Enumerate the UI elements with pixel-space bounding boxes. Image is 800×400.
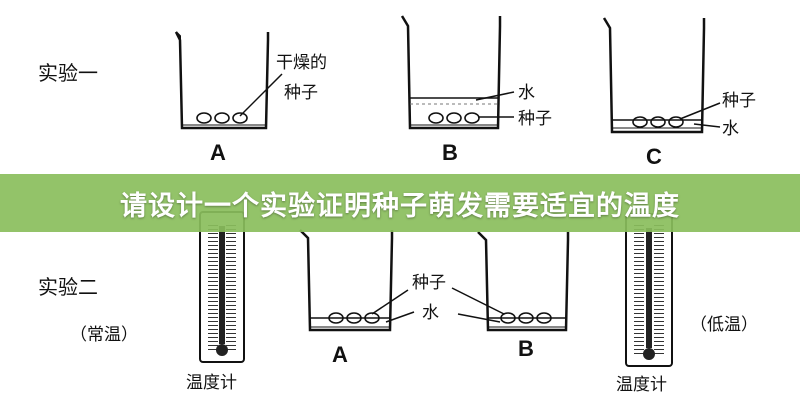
pointer-line xyxy=(239,73,283,117)
seeds-1b xyxy=(428,112,480,124)
seeds-2a xyxy=(328,312,380,324)
label-water-1c: 水 xyxy=(722,119,739,139)
beaker-letter-2b: B xyxy=(518,336,534,361)
label-water-1b: 水 xyxy=(518,83,535,103)
question-title: 请设计一个实验证明种子萌发需要适宜的温度 xyxy=(120,190,680,222)
beaker-2a xyxy=(299,229,415,332)
experiment2-label: 实验二 xyxy=(38,275,98,299)
beaker-letter-1c: C xyxy=(646,144,662,169)
thermometer-right-label: 温度计 xyxy=(616,375,667,395)
thermometer-right xyxy=(625,213,673,367)
beaker-1c xyxy=(602,17,721,134)
thermometer-left-label: 温度计 xyxy=(186,373,237,393)
label-dry-seeds-line2: 种子 xyxy=(284,83,318,103)
beaker-letter-1a: A xyxy=(210,140,226,165)
beaker-letter-2a: A xyxy=(332,342,348,367)
beaker-1b xyxy=(400,15,515,130)
seeds-1c xyxy=(632,116,684,128)
seeds-1a xyxy=(196,112,248,124)
label-seeds-1b: 种子 xyxy=(518,109,552,129)
beaker-1a xyxy=(174,31,283,130)
question-banner: 请设计一个实验证明种子萌发需要适宜的温度 xyxy=(0,174,800,232)
beaker-letter-1b: B xyxy=(442,140,458,165)
seeds-2b xyxy=(500,312,552,324)
label-water-2: 水 xyxy=(422,303,439,323)
label-dry-seeds-line1: 干燥的 xyxy=(276,53,327,73)
label-seeds-1c: 种子 xyxy=(722,91,756,111)
label-seeds-2: 种子 xyxy=(412,273,446,293)
beaker-2b xyxy=(451,231,570,332)
condition-low-temp: （低温） xyxy=(690,315,758,335)
thermometer-left xyxy=(199,211,245,363)
experiment1-label: 实验一 xyxy=(38,61,98,85)
condition-normal-temp: （常温） xyxy=(70,325,138,345)
